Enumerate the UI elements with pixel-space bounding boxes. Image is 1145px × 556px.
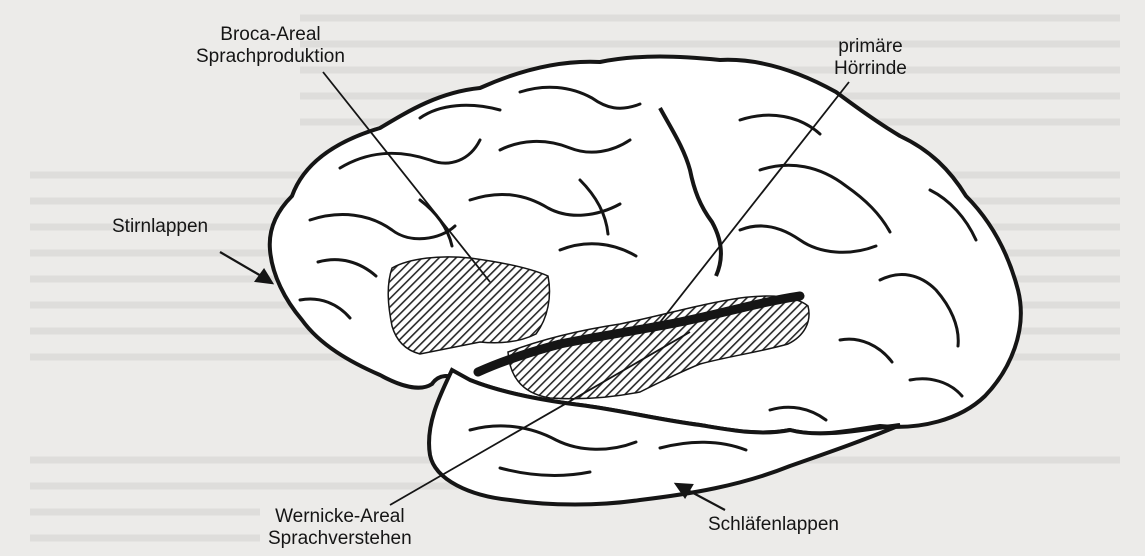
stirnlappen-label: Stirnlappen [112,216,208,238]
broca-label-line1: Broca-Areal [196,24,345,46]
schlaefenlappen-label: Schläfenlappen [708,514,839,536]
wernicke-label: Wernicke-Areal Sprachverstehen [268,506,412,550]
wernicke-label-line1: Wernicke-Areal [268,506,412,528]
hoerrinde-label-line2: Hörrinde [834,58,907,80]
broca-label: Broca-Areal Sprachproduktion [196,24,345,68]
hoerrinde-label: primäre Hörrinde [834,36,907,80]
hoerrinde-label-line1: primäre [834,36,907,58]
wernicke-label-line2: Sprachverstehen [268,528,412,550]
broca-label-line2: Sprachproduktion [196,46,345,68]
